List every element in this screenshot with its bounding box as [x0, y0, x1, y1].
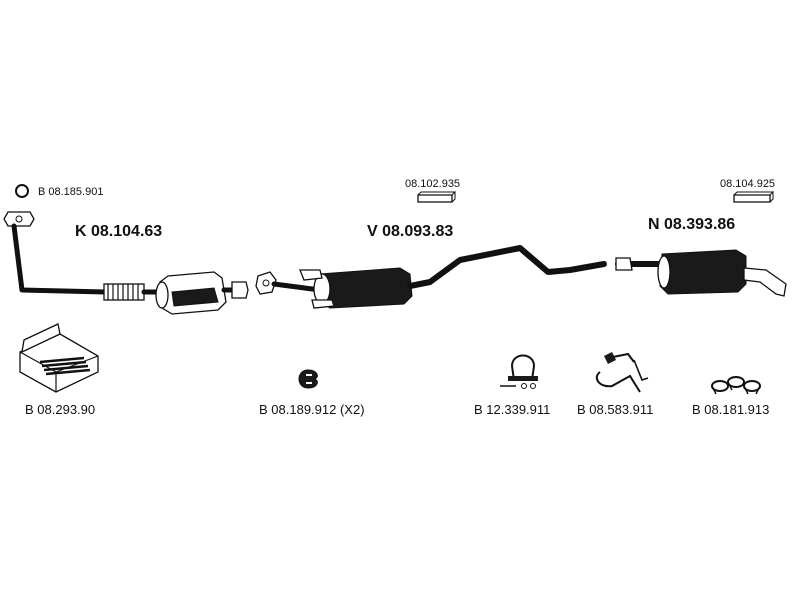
tail-pipe-icon	[743, 267, 787, 297]
clamp-pair-item: B 08.189.912 (X2)	[259, 369, 365, 417]
rubber-mounts-label: B 08.181.913	[692, 402, 769, 417]
heat-shield-mid-label: 08.102.935	[405, 178, 460, 190]
clamp-pair-label: B 08.189.912 (X2)	[259, 402, 365, 417]
middle-silencer-icon	[319, 267, 413, 309]
heat-shield-rear-icon	[733, 194, 771, 203]
hanger-strap-label: B 08.583.911	[577, 402, 653, 417]
u-clamp-icon	[510, 354, 536, 381]
rubber-mounts-item: B 08.181.913	[692, 376, 769, 417]
rubber-mount-icon	[711, 376, 761, 395]
middle-silencer-assembly: 08.102.935 V 08.093.83	[255, 178, 607, 309]
rear-silencer-icon	[659, 249, 747, 295]
rear-silencer-label: N 08.393.86	[648, 216, 735, 233]
gasket-ring-icon	[15, 184, 29, 198]
clamp-bolt-label: B 12.339.911	[474, 402, 550, 417]
front-pipe-label: K 08.104.63	[75, 223, 162, 240]
middle-silencer-label: V 08.093.83	[367, 223, 453, 240]
clamp-icon	[298, 369, 318, 389]
ring-part-label: B 08.185.901	[38, 186, 103, 198]
front-pipe-assembly: K 08.104.63	[3, 211, 249, 315]
mount-kit-item: B 08.293.90	[19, 323, 99, 417]
middle-outlet-pipe	[407, 245, 607, 289]
heat-shield-rear-label: 08.104.925	[720, 178, 775, 190]
hanger-strap-icon	[595, 352, 641, 393]
gasket-ring-item: B 08.185.901	[15, 184, 103, 198]
hanger-strap-item: B 08.583.911	[577, 352, 653, 417]
clamp-bolt-item: B 12.339.911	[474, 354, 550, 417]
mount-kit-label: B 08.293.90	[25, 402, 95, 417]
heat-shield-mid-icon	[417, 194, 453, 203]
rear-silencer-assembly: 08.104.925 N 08.393.86	[615, 178, 787, 297]
